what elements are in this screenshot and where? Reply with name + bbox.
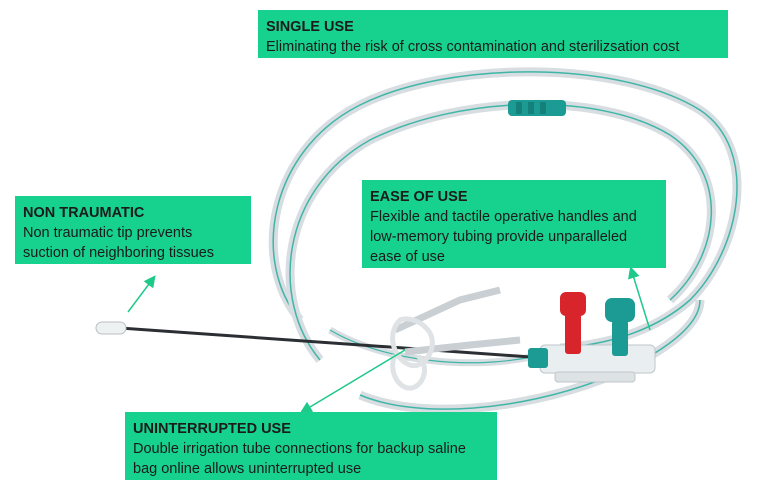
suction-probe	[95, 321, 546, 360]
uninterrupted-use-title: UNINTERRUPTED USE	[133, 421, 291, 437]
callout-ease-of-use: EASE OF USE Flexible and tactile operati…	[362, 180, 666, 268]
callout-single-use: SINGLE USE Eliminating the risk of cross…	[258, 10, 728, 58]
inline-connector	[508, 100, 566, 116]
irrigation-connectors	[390, 286, 521, 391]
ease-of-use-line-1: Flexible and tactile operative handles a…	[370, 209, 637, 225]
operative-handle	[528, 292, 656, 383]
callout-non-traumatic: NON TRAUMATIC Non traumatic tip prevents…	[15, 196, 251, 264]
non-traumatic-title: NON TRAUMATIC	[23, 205, 145, 221]
single-use-text: Eliminating the risk of cross contaminat…	[266, 39, 680, 55]
callout-uninterrupted-use: UNINTERRUPTED USE Double irrigation tube…	[125, 412, 497, 480]
non-traumatic-line-2: suction of neighboring tissues	[23, 245, 215, 261]
uninterrupted-use-line-2: bag online allows uninterrupted use	[133, 461, 362, 477]
ease-of-use-line-3: ease of use	[370, 249, 445, 265]
ease-of-use-title: EASE OF USE	[370, 189, 468, 205]
arrow-uninterrupted-use	[299, 349, 406, 414]
single-use-title: SINGLE USE	[266, 19, 354, 35]
arrow-ease-of-use	[628, 266, 651, 331]
arrow-non-traumatic	[127, 275, 156, 313]
tubing-coil	[268, 67, 742, 414]
pointer-arrows	[127, 266, 651, 414]
ease-of-use-line-2: low-memory tubing provide unparalleled	[370, 229, 628, 245]
uninterrupted-use-line-1: Double irrigation tube connections for b…	[133, 441, 466, 457]
non-traumatic-line-1: Non traumatic tip prevents	[23, 225, 193, 241]
